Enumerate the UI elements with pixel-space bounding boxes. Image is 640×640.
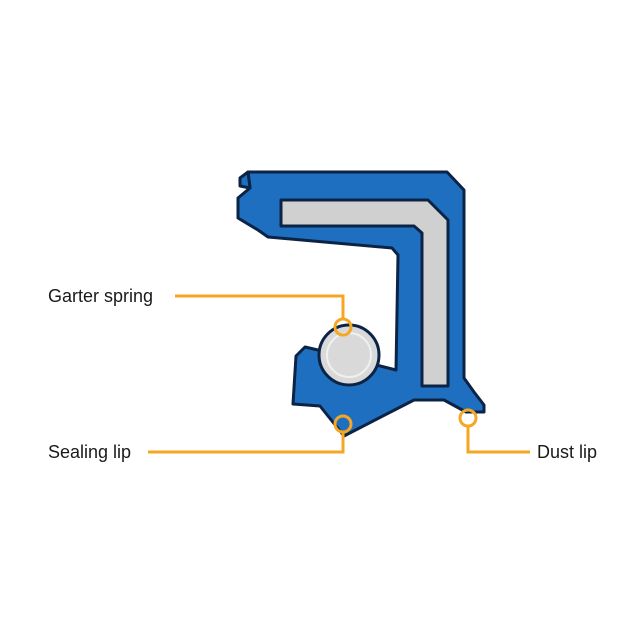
sealing-lip-label: Sealing lip bbox=[48, 442, 131, 462]
garter-spring-leader bbox=[175, 294, 345, 320]
seal-top-nub bbox=[238, 170, 252, 190]
sealing-lip-leader bbox=[148, 432, 345, 454]
metal-insert bbox=[279, 198, 450, 388]
garter-spring-marker bbox=[333, 317, 353, 337]
dust-lip-marker bbox=[458, 408, 478, 428]
dust-lip-label: Dust lip bbox=[537, 442, 597, 462]
sealing-lip-marker bbox=[333, 414, 353, 434]
garter-spring-label: Garter spring bbox=[48, 286, 153, 306]
dust-lip-leader bbox=[466, 426, 530, 454]
